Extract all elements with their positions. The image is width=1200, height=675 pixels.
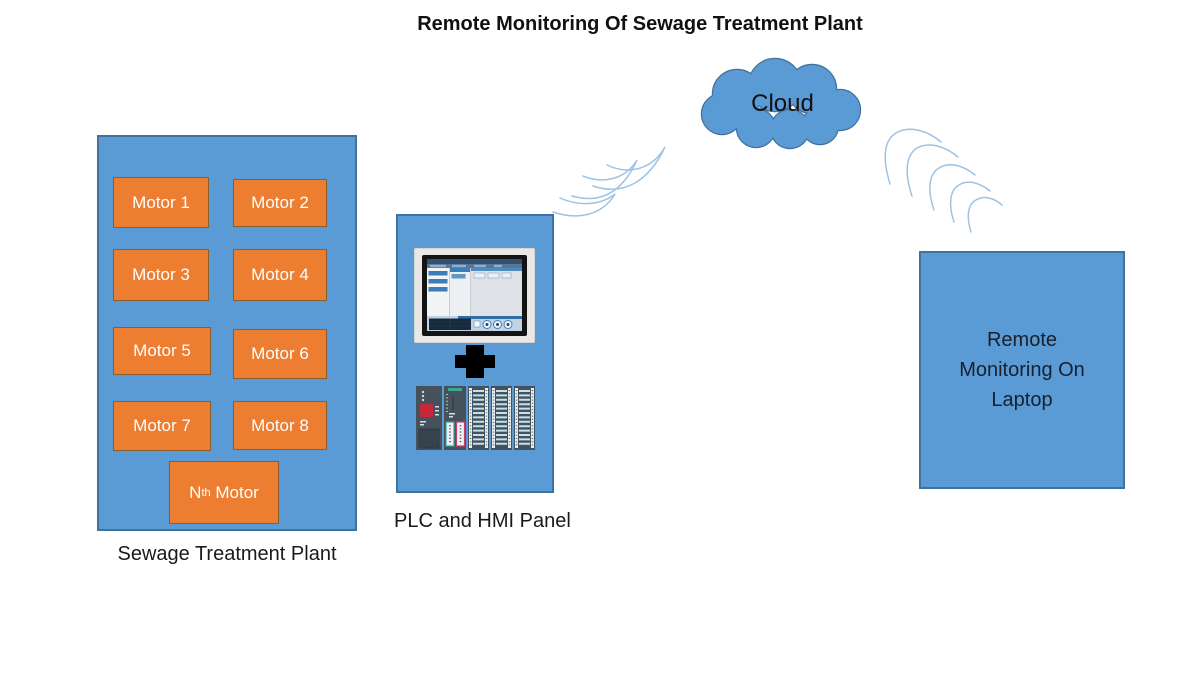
remote-monitoring-box: Remote Monitoring On Laptop xyxy=(919,251,1125,489)
wireless-signal-right-icon xyxy=(884,128,1003,233)
plc-icon xyxy=(416,386,535,450)
motor-2-block: Motor 2 xyxy=(233,179,327,227)
remote-monitoring-label: Remote Monitoring On Laptop xyxy=(959,329,1085,411)
wireless-signal-left-icon xyxy=(552,146,666,217)
cloud-label: Cloud xyxy=(751,90,814,117)
motor-4-block: Motor 4 xyxy=(233,249,327,301)
hmi-panel-icon xyxy=(414,248,535,343)
sewage-plant-box: Motor 1 Motor 2 Motor 3 Motor 4 Motor 5 … xyxy=(97,135,357,531)
motor-3-block: Motor 3 xyxy=(113,249,209,301)
panel-caption: PLC and HMI Panel xyxy=(394,510,571,532)
motor-1-block: Motor 1 xyxy=(113,177,209,228)
cloud-icon xyxy=(700,57,862,150)
plant-caption: Sewage Treatment Plant xyxy=(117,543,337,565)
diagram-title: Remote Monitoring Of Sewage Treatment Pl… xyxy=(417,13,863,35)
motor-7-block: Motor 7 xyxy=(113,401,211,451)
plus-icon xyxy=(455,355,495,368)
nth-motor-base: N xyxy=(189,482,202,502)
motor-6-block: Motor 6 xyxy=(233,329,327,379)
motor-8-block: Motor 8 xyxy=(233,401,327,450)
nth-motor-rest: Motor xyxy=(210,482,259,502)
motor-5-block: Motor 5 xyxy=(113,327,211,375)
